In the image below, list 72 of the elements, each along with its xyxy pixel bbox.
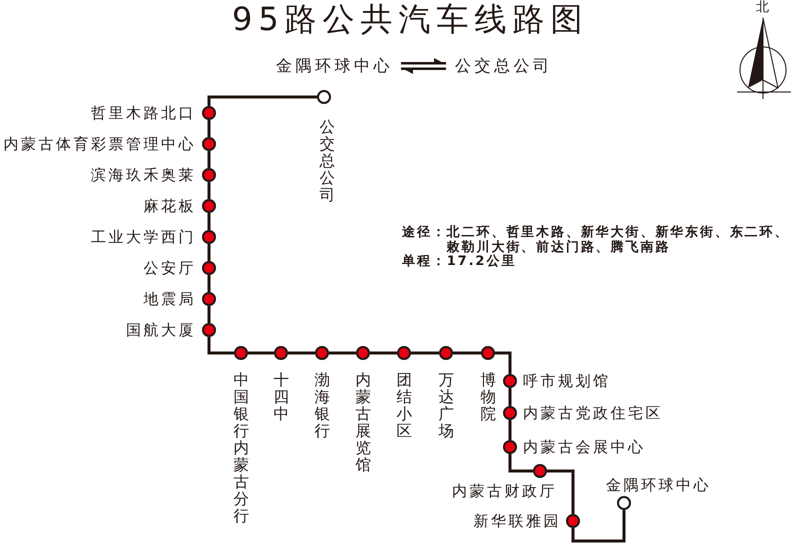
station-dot <box>439 346 453 360</box>
station-name: 内蒙古党政住宅区 <box>523 404 663 422</box>
route-line <box>508 454 533 472</box>
station-name: 内蒙古展览馆 <box>355 372 371 474</box>
station-name: 内蒙古体育彩票管理中心 <box>4 135 196 153</box>
route-line <box>288 352 315 354</box>
station-dot <box>503 406 517 420</box>
station-name: 公安厅 <box>144 259 196 277</box>
station-name: 国航大厦 <box>126 321 196 339</box>
route-line <box>547 470 574 514</box>
route-line <box>508 420 512 440</box>
route-line <box>208 182 210 199</box>
north-label: 北 <box>756 0 769 15</box>
route-line <box>508 388 512 406</box>
terminus-name: 公交总公司 <box>446 56 552 76</box>
station-name: 内蒙古会展中心 <box>523 438 646 456</box>
title: 95路公共汽车线路图 <box>232 0 589 38</box>
station-dot <box>481 346 495 360</box>
station-dot <box>202 261 216 275</box>
route-line <box>411 352 439 354</box>
station-name: 博物院 <box>480 372 496 424</box>
station-dot <box>503 440 517 454</box>
route-line <box>572 510 626 542</box>
station-dot <box>202 292 216 306</box>
station-dot <box>202 199 216 213</box>
station-name: 十四中 <box>273 372 289 424</box>
station-name: 麻花板 <box>144 197 196 215</box>
station-dot <box>397 346 411 360</box>
station-name: 呼市规划馆 <box>523 372 610 390</box>
station-dot <box>274 346 288 360</box>
route-line <box>208 120 210 137</box>
route-line <box>208 275 210 292</box>
route-line <box>495 352 512 374</box>
two-way-arrow <box>401 58 446 74</box>
station-dot <box>356 346 370 360</box>
station-dot <box>202 230 216 244</box>
route-line <box>453 352 481 354</box>
terminus-name: 公交总公司 <box>319 119 335 204</box>
terminus-name: 金隅环球中心 <box>606 476 711 494</box>
station-dot <box>315 346 329 360</box>
station-dot <box>234 346 248 360</box>
route-line <box>208 96 317 106</box>
station-dot <box>503 374 517 388</box>
terminus-name: 金隅环球中心 <box>276 56 401 76</box>
route-note: 途径：北二环、哲里木路、新华大街、新华东街、东二环、敕勒川大街、前达门路、腾飞南路 <box>402 226 790 254</box>
route-line <box>248 352 274 354</box>
station-name: 工业大学西门 <box>91 228 196 246</box>
route-line <box>208 244 210 261</box>
station-name: 哲里木路北口 <box>91 104 196 122</box>
route-line <box>208 213 210 230</box>
station-dot <box>202 137 216 151</box>
distance-note: 单程：17.2公里 <box>402 255 516 270</box>
station-dot <box>566 514 580 528</box>
station-name: 地震局 <box>144 290 196 308</box>
station-dot <box>533 464 547 478</box>
terminus-circle <box>617 496 631 510</box>
station-dot <box>202 323 216 337</box>
terminus-circle <box>317 90 331 104</box>
route-line <box>329 352 356 354</box>
station-dot <box>202 168 216 182</box>
station-name: 新华联雅园 <box>474 512 561 530</box>
station-name: 万达广场 <box>438 372 454 440</box>
station-name: 渤海银行 <box>314 372 330 440</box>
station-name: 中国银行内蒙古分行 <box>233 372 249 526</box>
station-name: 滨海玖禾奥莱 <box>91 166 196 184</box>
station-name: 内蒙古财政厅 <box>452 482 557 500</box>
route-line <box>370 352 397 354</box>
station-dot <box>202 106 216 120</box>
station-name: 团结小区 <box>396 372 412 440</box>
route-line <box>208 151 210 168</box>
route-line <box>208 306 210 323</box>
route-line <box>208 337 234 354</box>
